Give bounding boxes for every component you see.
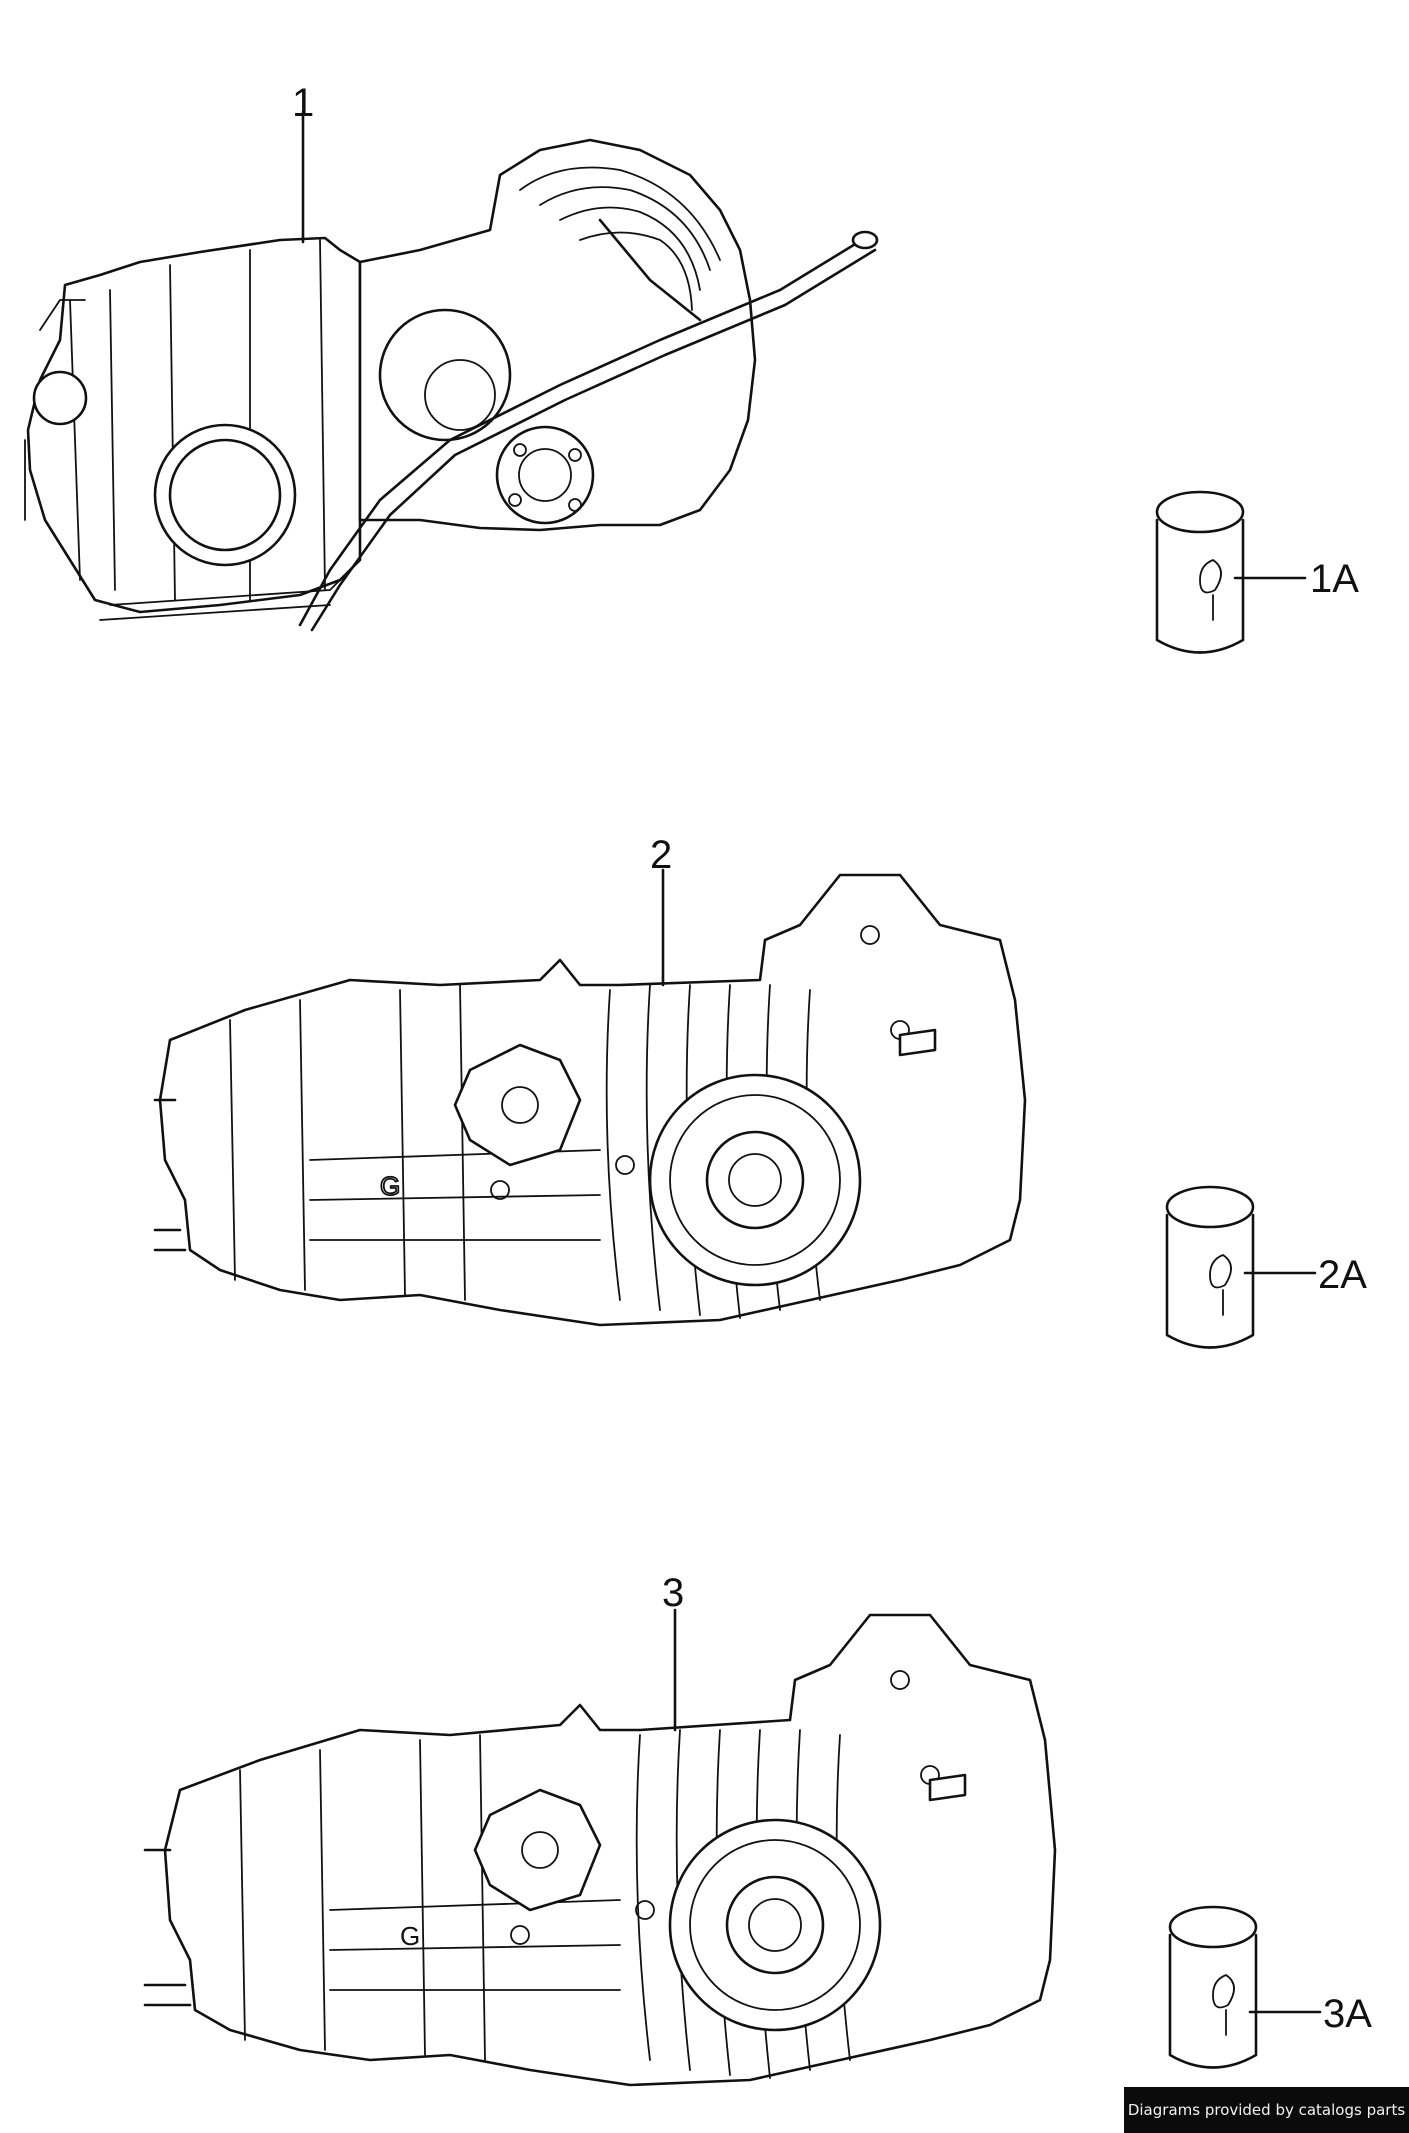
transmission-assembly-1: 1 xyxy=(24,81,879,632)
fluid-can-1a: 1A xyxy=(1155,490,1359,654)
callout-3: 3 xyxy=(662,1571,684,1615)
callout-2: 2 xyxy=(650,833,672,877)
transmission-assembly-2: G 2 xyxy=(153,833,1027,1327)
callout-2a: 2A xyxy=(1318,1253,1367,1297)
footer-credit: Diagrams provided by catalogs parts xyxy=(1124,2087,1409,2133)
callout-3a: 3A xyxy=(1323,1992,1372,2036)
fluid-can-3a: 3A xyxy=(1168,1905,1372,2069)
callout-1: 1 xyxy=(292,81,314,125)
fluid-can-2a: 2A xyxy=(1165,1185,1367,1349)
svg-text:G: G xyxy=(380,1171,400,1201)
svg-text:G: G xyxy=(400,1921,420,1951)
transmission-assembly-3: G 3 xyxy=(143,1571,1057,2087)
callout-1a: 1A xyxy=(1310,557,1359,601)
